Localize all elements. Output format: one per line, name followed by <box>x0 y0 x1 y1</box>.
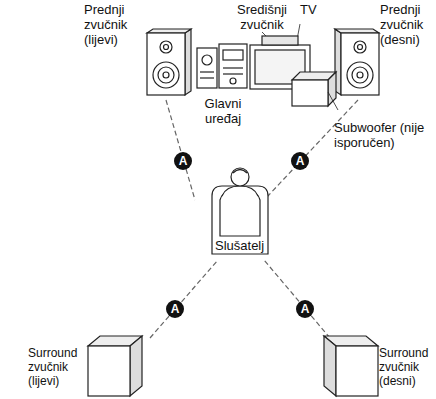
center-speaker <box>262 32 298 45</box>
callout-letter: A <box>301 303 310 315</box>
device-label: Glavni uređaj <box>190 96 256 126</box>
callout-circle: A <box>296 300 314 318</box>
speaker-label: Prednji zvučnik (lijevi) <box>84 2 144 47</box>
callout-circle: A <box>166 300 184 318</box>
listener-in-chair <box>212 168 268 254</box>
distance-lines <box>150 100 358 338</box>
speaker-label: Središnji zvučnik <box>228 2 296 32</box>
callout-circle: A <box>291 152 309 170</box>
surround-right-speaker <box>324 336 378 396</box>
speaker-label: Surround zvučnik (lijevi) <box>28 346 86 388</box>
speaker-label: Surround zvučnik (desni) <box>379 346 434 388</box>
subwoofer <box>292 72 338 110</box>
front-right-speaker <box>335 29 379 95</box>
surround-left-speaker <box>88 336 142 396</box>
callout-letter: A <box>296 155 305 167</box>
listener-label: Slušatelj <box>213 238 266 253</box>
main-unit <box>197 44 247 88</box>
callout-letter: A <box>179 155 188 167</box>
device-label: TV <box>300 2 330 17</box>
subwoofer-leader <box>328 92 338 110</box>
callout-letter: A <box>171 303 180 315</box>
callout-circle: A <box>174 152 192 170</box>
speaker-label: Prednji zvučnik (desni) <box>380 2 434 47</box>
front-left-speaker <box>147 29 191 95</box>
device-label: Subwoofer (nije isporučen) <box>334 120 434 150</box>
